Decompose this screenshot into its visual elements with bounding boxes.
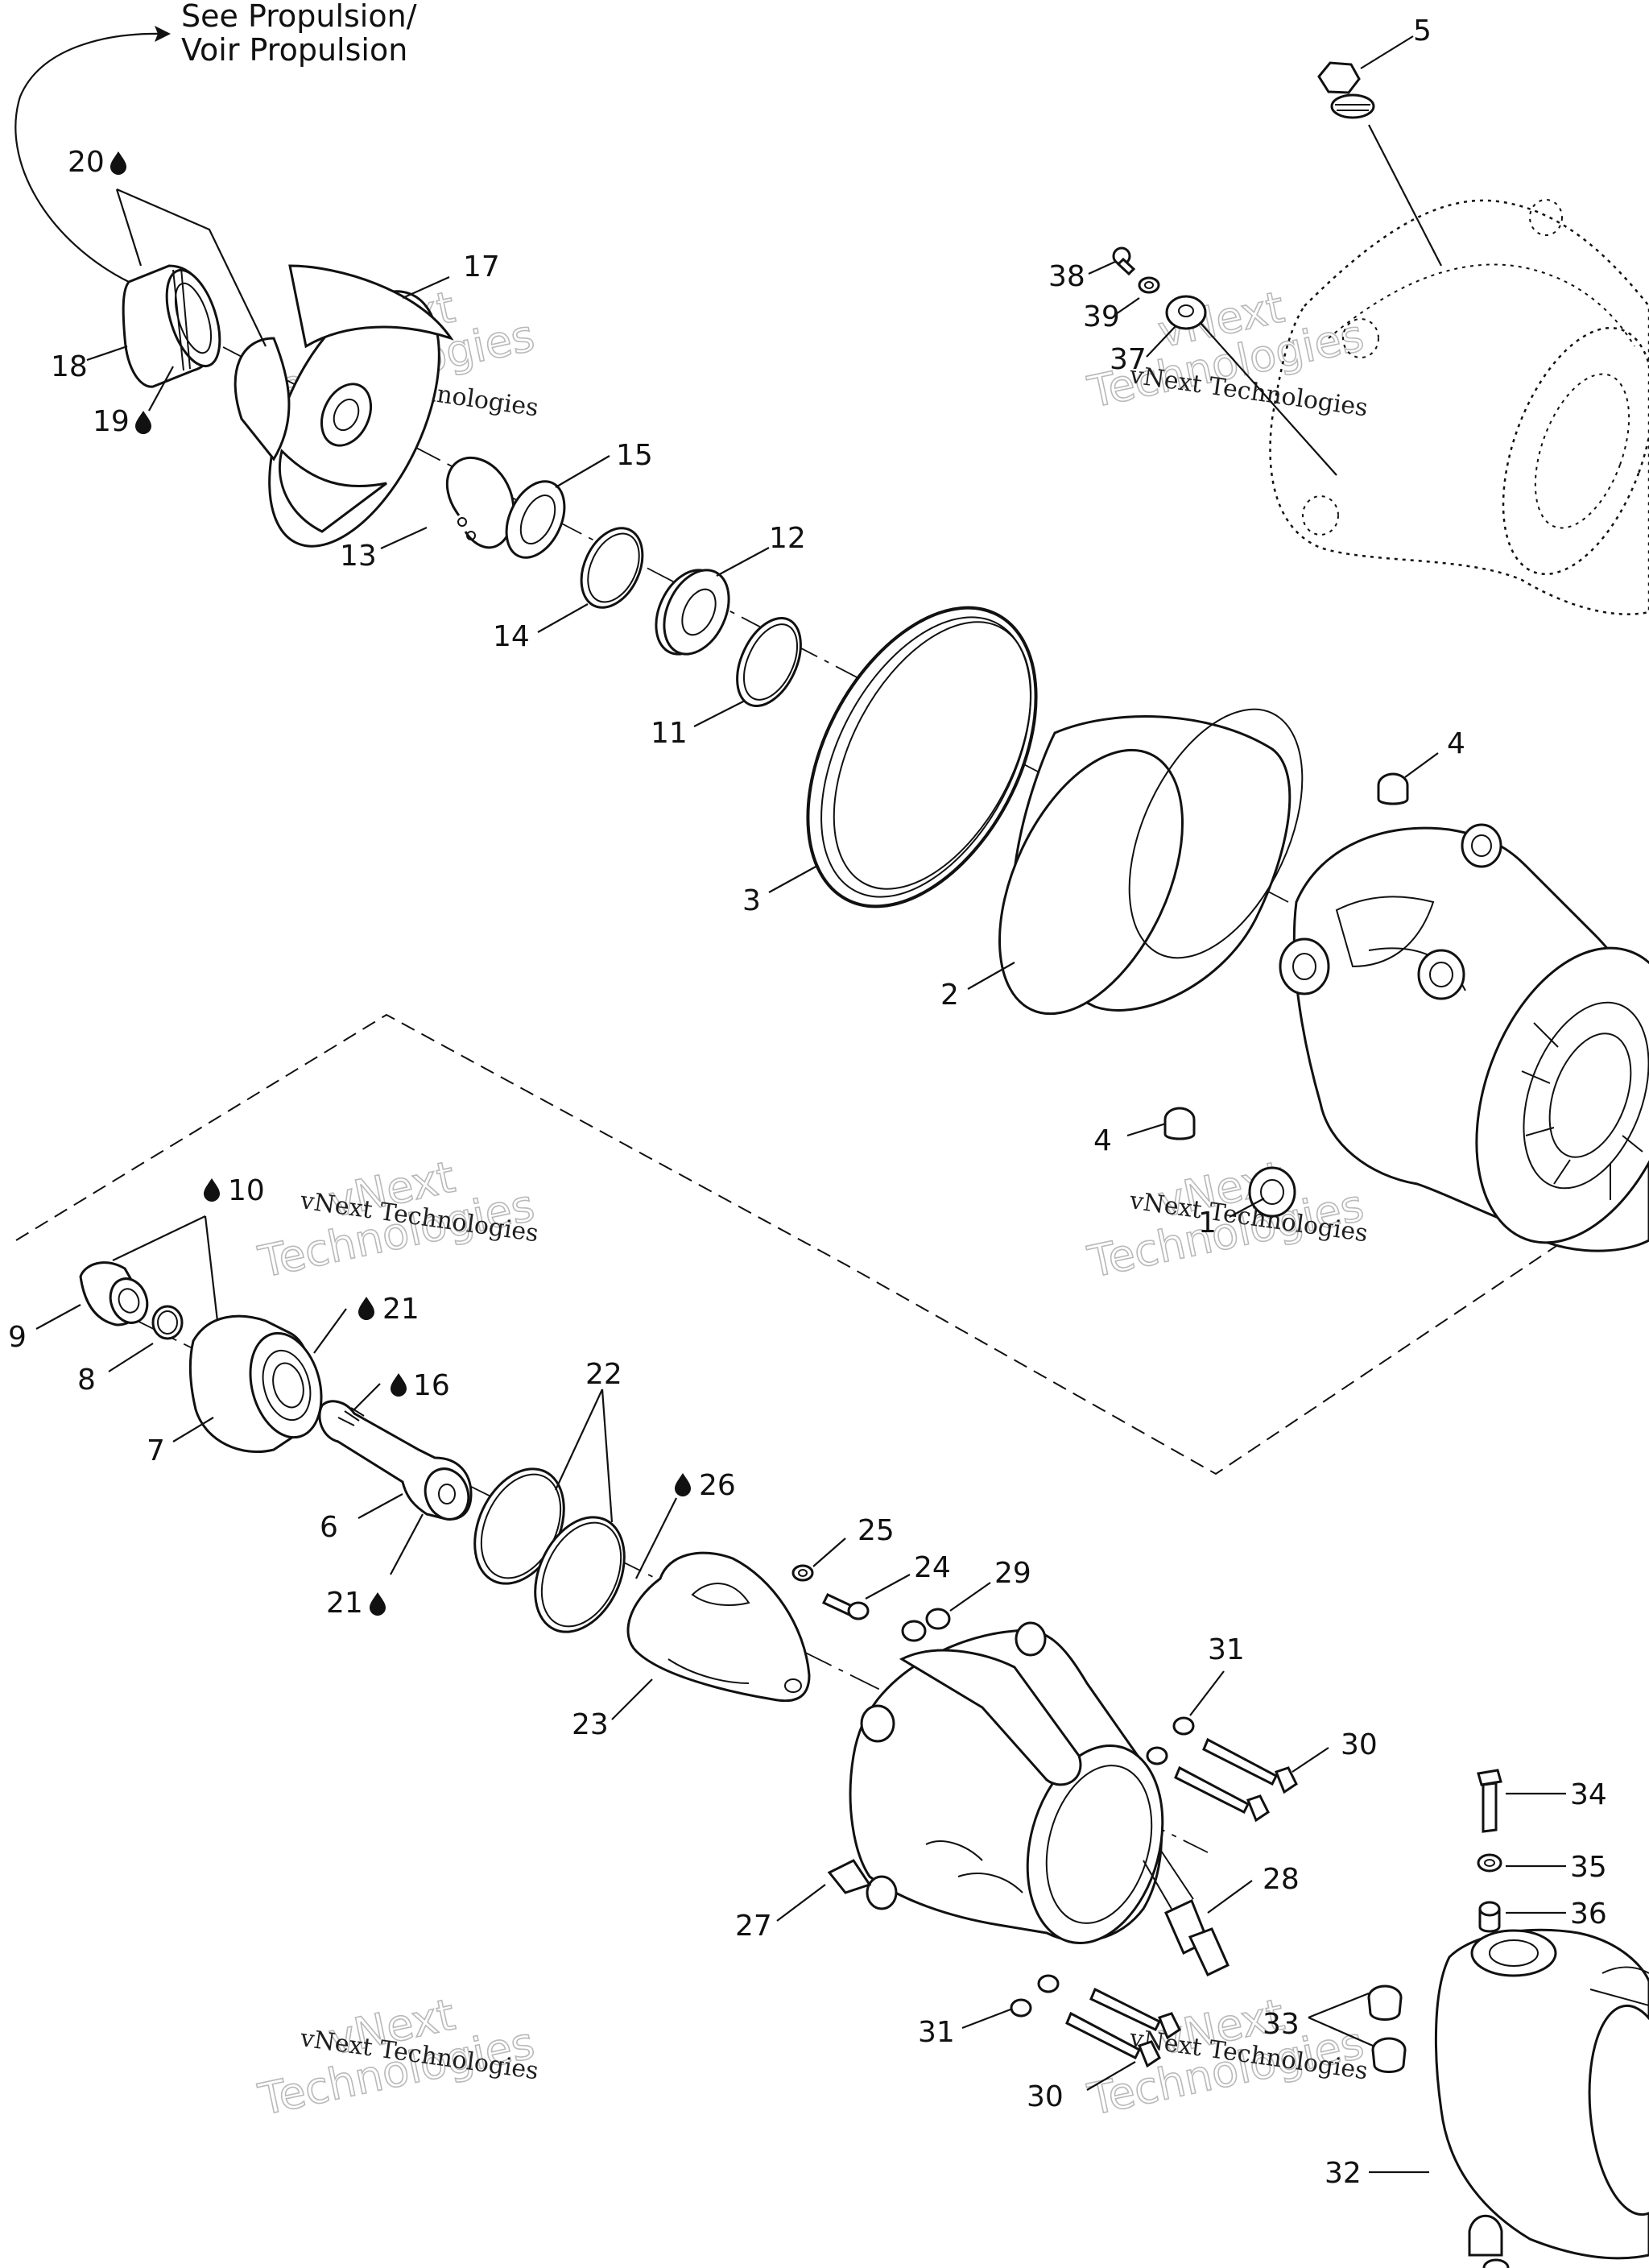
callout-32: 32 xyxy=(1325,2157,1362,2190)
boundary-dashed-line xyxy=(15,1013,1649,1475)
callout-30: 30 xyxy=(1341,1728,1378,1761)
note-line-1: See Propulsion/ xyxy=(181,0,417,34)
callout-35: 35 xyxy=(1570,1851,1607,1884)
part-14-o-ring xyxy=(580,527,644,609)
part-5-nut xyxy=(1317,61,1375,119)
callout-12: 12 xyxy=(769,522,806,555)
see-propulsion-note: See Propulsion/ Voir Propulsion xyxy=(14,0,417,283)
callout-21: 21 xyxy=(326,1587,363,1620)
part-27-venturi xyxy=(827,1621,1164,1945)
part-34-bolt xyxy=(1477,1769,1502,1833)
part-4-bushing-upper xyxy=(1377,772,1409,805)
arrow-head-icon xyxy=(155,26,171,42)
callout-31: 31 xyxy=(1208,1633,1245,1666)
callout-21: 21 xyxy=(382,1293,419,1326)
part-37-grommet xyxy=(1165,295,1207,330)
callout-13: 13 xyxy=(340,540,377,573)
part-23-cone xyxy=(626,1551,811,1703)
part-15-seal xyxy=(505,480,566,559)
callout-4: 4 xyxy=(1093,1124,1112,1157)
part-8-o-ring xyxy=(151,1305,184,1340)
part-32-steering-nozzle xyxy=(1434,1928,1649,2268)
part-6-drive-shaft xyxy=(318,1400,473,1521)
callout-29: 29 xyxy=(994,1557,1031,1590)
callout-16: 16 xyxy=(413,1369,450,1402)
part-28-sensor xyxy=(1143,1848,1230,1977)
part-1-pump-housing xyxy=(1248,823,1649,1252)
lubricant-drop-icon xyxy=(135,411,151,434)
part-2-wear-ring xyxy=(998,708,1304,1016)
part-33-bushing-b xyxy=(1371,2037,1407,2073)
callout-11: 11 xyxy=(651,717,688,750)
callout-38: 38 xyxy=(1048,260,1085,293)
callout-3: 3 xyxy=(742,884,761,917)
part-29-o-rings xyxy=(901,1608,951,1642)
callout-4: 4 xyxy=(1447,727,1465,760)
note-line-2: Voir Propulsion xyxy=(181,32,407,68)
callout-15: 15 xyxy=(616,439,653,472)
part-17-impeller xyxy=(234,264,454,548)
callout-20: 20 xyxy=(68,146,105,179)
part-4-bushing-lower xyxy=(1163,1107,1196,1140)
callout-17: 17 xyxy=(463,250,500,284)
part-22-o-ring-b xyxy=(534,1516,626,1633)
callout-23: 23 xyxy=(572,1708,609,1741)
callout-37: 37 xyxy=(1110,343,1147,376)
part-13-circlip xyxy=(445,457,515,549)
callout-26: 26 xyxy=(699,1469,736,1502)
part-33-bushing-a xyxy=(1367,1984,1403,2021)
callout-6: 6 xyxy=(320,1511,338,1544)
part-11-o-ring xyxy=(736,617,802,707)
part-3-wear-ring-seal xyxy=(806,606,1038,908)
callout-31: 31 xyxy=(918,2016,955,2049)
callout-labels: 20 18 19 17 13 15 14 12 11 3 2 4 4 1 5 3… xyxy=(8,14,1607,2190)
part-phantom-housing-upper xyxy=(1269,199,1649,615)
callout-22: 22 xyxy=(585,1358,622,1391)
callout-39: 39 xyxy=(1083,300,1120,333)
part-36-bushing xyxy=(1478,1901,1501,1933)
callout-2: 2 xyxy=(940,979,959,1012)
callout-33: 33 xyxy=(1263,2008,1300,2041)
callout-30: 30 xyxy=(1027,2080,1064,2113)
callout-34: 34 xyxy=(1570,1778,1607,1811)
lubricant-drop-icon xyxy=(110,151,126,175)
callout-36: 36 xyxy=(1570,1898,1607,1931)
callout-9: 9 xyxy=(8,1321,27,1354)
lubricant-drop-icon xyxy=(370,1592,386,1616)
part-25-washer xyxy=(791,1564,814,1582)
lubricant-drop-icon xyxy=(358,1297,374,1320)
part-38-screw xyxy=(1112,246,1136,276)
callout-8: 8 xyxy=(77,1364,96,1397)
part-30-bolt-upper xyxy=(1174,1737,1298,1823)
callout-18: 18 xyxy=(51,350,88,383)
part-12-bearing xyxy=(655,569,730,656)
callout-14: 14 xyxy=(493,620,530,653)
lubricant-drop-icon xyxy=(391,1373,407,1397)
part-30-bolt-lower xyxy=(1065,1987,1181,2068)
callout-19: 19 xyxy=(93,405,130,438)
part-7-bearing-housing xyxy=(188,1314,323,1454)
part-24-screw xyxy=(821,1593,870,1620)
callout-7: 7 xyxy=(147,1434,165,1467)
callout-10: 10 xyxy=(228,1174,265,1207)
callout-27: 27 xyxy=(735,1910,772,1943)
part-31-washer-upper xyxy=(1146,1716,1195,1765)
callout-28: 28 xyxy=(1263,1863,1300,1896)
see-propulsion-arrow xyxy=(14,32,166,283)
leader-lines xyxy=(35,35,1566,2174)
lubricant-drop-icon xyxy=(204,1178,220,1202)
callout-25: 25 xyxy=(858,1514,895,1547)
callout-24: 24 xyxy=(914,1551,951,1584)
part-18-sleeve xyxy=(122,264,221,388)
lubricant-drop-icon xyxy=(675,1473,691,1496)
callout-1: 1 xyxy=(1198,1206,1217,1240)
part-35-washer xyxy=(1477,1853,1502,1873)
part-9-cap xyxy=(79,1261,149,1326)
watermark-group: vNext Technologies vNext Technologies vN… xyxy=(254,281,1370,2126)
part-39-washer xyxy=(1138,276,1160,294)
part-31-washer-lower xyxy=(1010,1974,1060,2018)
callout-5: 5 xyxy=(1413,14,1432,48)
